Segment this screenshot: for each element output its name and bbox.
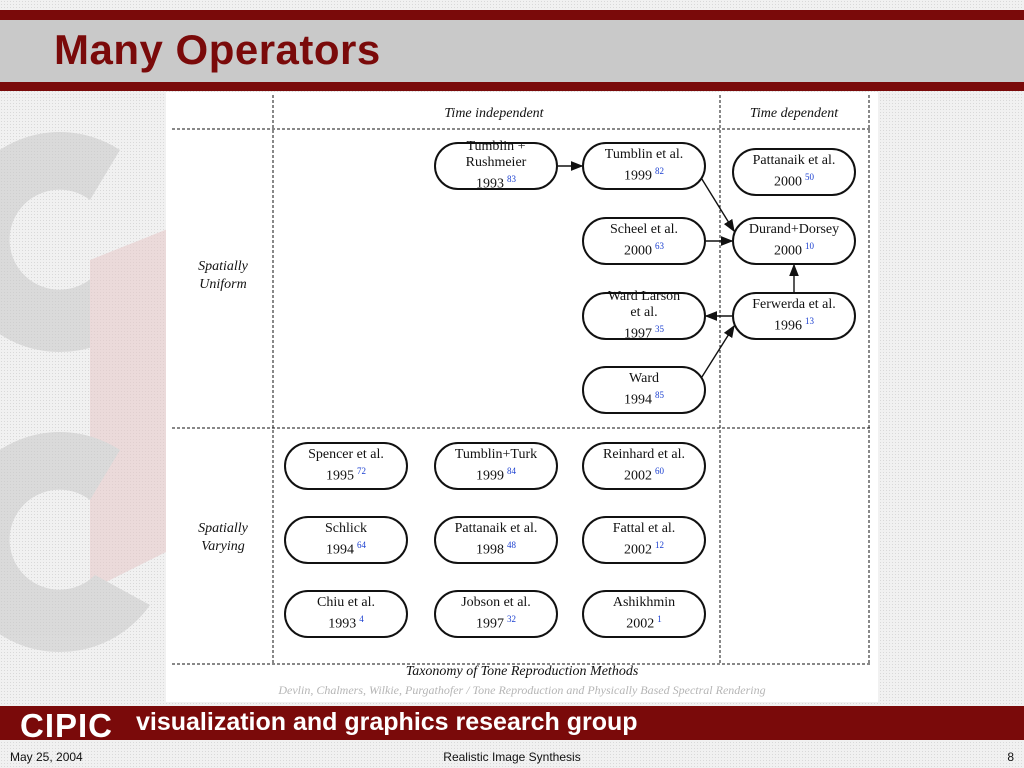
citation-ref[interactable]: 63 [655, 241, 664, 252]
footer-date: May 25, 2004 [10, 750, 83, 764]
title-band [0, 20, 1024, 82]
node-label-line: Rushmeier [465, 155, 527, 171]
diagram-canvas [172, 95, 870, 665]
footer-page-number: 8 [1007, 750, 1014, 764]
node-label-line: Tumblin + [466, 139, 526, 155]
grid-lines [172, 95, 870, 665]
node-label-line: Chiu et al. [317, 595, 375, 611]
node-label-line: Jobson et al. [461, 595, 531, 611]
top-accent-bar [0, 10, 1024, 20]
column-header-time-dependent: Time dependent [749, 106, 839, 121]
edges-layer [558, 161, 799, 381]
background-logo-decoration [0, 132, 190, 653]
node-label-line: Tumblin+Turk [454, 447, 538, 463]
citation-ref[interactable]: 60 [655, 466, 664, 477]
citation-ref[interactable]: 32 [507, 614, 516, 625]
footer-band [0, 706, 1024, 740]
node-label-line: Reinhard et al. [602, 447, 686, 463]
citation-ref[interactable]: 50 [805, 172, 814, 183]
node-label-line: Fattal et al. [612, 521, 676, 537]
footer-presentation-title: Realistic Image Synthesis [443, 750, 581, 764]
citation-ref[interactable]: 1 [657, 614, 662, 625]
title-underline-bar [0, 82, 1024, 91]
citation-ref[interactable]: 72 [357, 466, 366, 477]
citation-ref[interactable]: 48 [507, 540, 516, 551]
node-label-line: Ashikhmin [612, 595, 676, 611]
slide-title: Many Operators [54, 26, 381, 73]
column-header-time-independent: Time independent [444, 106, 544, 121]
citation-ref[interactable]: 13 [805, 316, 814, 327]
cipic-logo: CIPIC [20, 707, 114, 744]
node-label-line: Ferwerda et al. [752, 297, 836, 313]
node-label-line: Schlick [325, 521, 367, 537]
node-label-line: Durand+Dorsey [748, 222, 840, 238]
edge-arrow [699, 324, 735, 381]
taxonomy-figure: Time independent Time dependent Spatiall… [166, 92, 878, 702]
citation-ref[interactable]: 12 [655, 540, 664, 551]
citation-ref[interactable]: 85 [655, 390, 664, 401]
node-label-line: et al. [630, 305, 658, 321]
citation-ref[interactable]: 4 [359, 614, 364, 625]
citation-ref[interactable]: 83 [507, 174, 516, 185]
citation-ref[interactable]: 84 [507, 466, 516, 477]
node-label-line: Pattanaik et al. [454, 521, 538, 537]
node-label-line: Scheel et al. [609, 222, 679, 238]
citation-ref[interactable]: 10 [805, 241, 814, 252]
citation-ref[interactable]: 82 [655, 166, 664, 177]
node-label-line: Ward Larson [607, 289, 681, 305]
figure-caption: Taxonomy of Tone Reproduction Methods [405, 664, 639, 679]
node-label-line: Pattanaik et al. [752, 153, 836, 169]
figure-credit: Devlin, Chalmers, Wilkie, Purgathofer / … [278, 683, 766, 697]
node-label-line: Spencer et al. [308, 447, 384, 463]
citation-ref[interactable]: 64 [357, 540, 366, 551]
node-label-line: Ward [629, 371, 659, 387]
node-label-line: Tumblin et al. [604, 147, 684, 163]
edge-arrow [699, 175, 735, 233]
group-name: visualization and graphics research grou… [136, 708, 638, 736]
citation-ref[interactable]: 35 [655, 324, 664, 335]
